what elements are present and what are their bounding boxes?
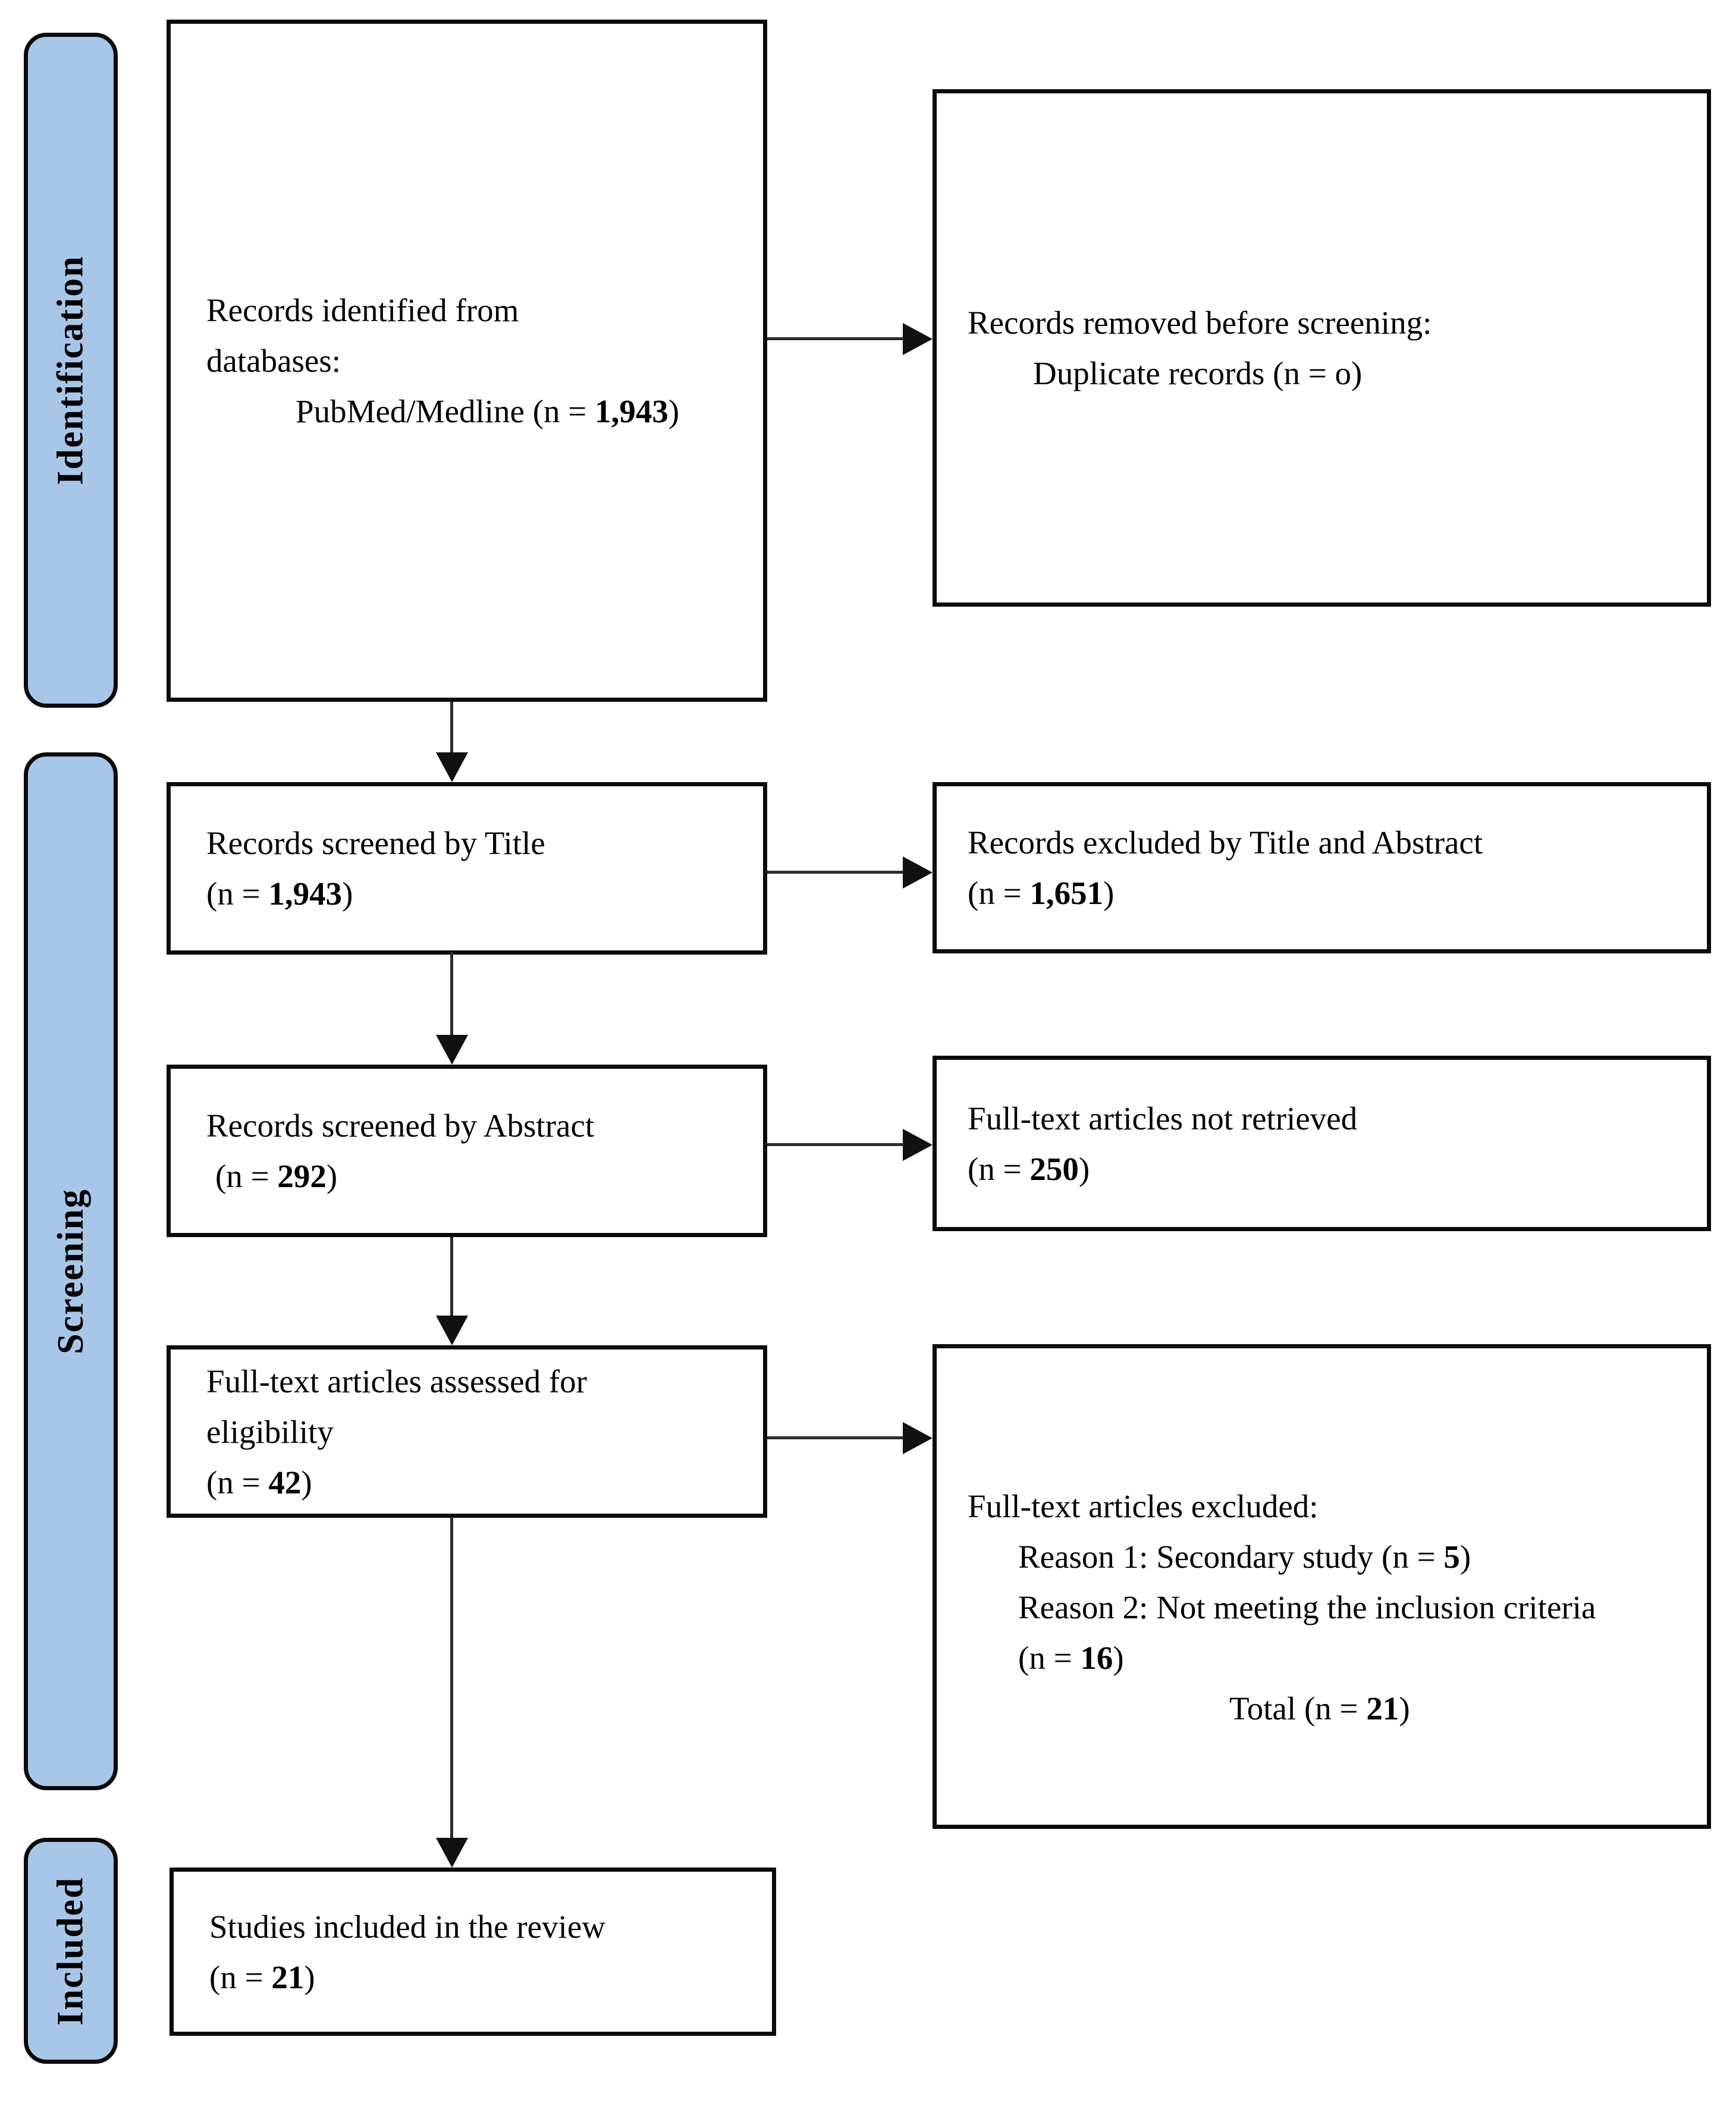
text-line: Records identified from bbox=[206, 292, 519, 328]
text-line: (n = 1,943) bbox=[206, 875, 353, 912]
text-line: (n = 21) bbox=[209, 1959, 315, 1995]
arrowhead-down-icon bbox=[436, 1838, 468, 1868]
text-line: (n = 1,651) bbox=[968, 875, 1115, 911]
text-line: Records excluded by Title and Abstract bbox=[968, 824, 1483, 861]
text-line: eligibility bbox=[206, 1413, 334, 1450]
text-line: Full-text articles assessed for bbox=[206, 1363, 587, 1399]
stage-label-included: Included bbox=[50, 1876, 91, 2026]
text-line: Reason 2: Not meeting the inclusion crit… bbox=[1018, 1589, 1596, 1625]
count-value: 1,943 bbox=[595, 393, 668, 429]
arrowhead-right-icon bbox=[903, 1422, 933, 1454]
text-line: Reason 1: Secondary study (n = 5) bbox=[1018, 1539, 1471, 1575]
text-line: Total (n = 21) bbox=[1229, 1690, 1410, 1727]
count-value: 21 bbox=[1366, 1690, 1399, 1727]
text-line: PubMed/Medline (n = 1,943) bbox=[296, 393, 680, 429]
text-line: Duplicate records (n = o) bbox=[1033, 355, 1363, 391]
arrowhead-down-icon bbox=[436, 1316, 468, 1345]
text-line: Full-text articles excluded: bbox=[968, 1488, 1319, 1524]
arrowhead-right-icon bbox=[903, 1129, 933, 1161]
text-line: (n = 16) bbox=[1018, 1640, 1124, 1676]
box-excluded-title-abstract: Records excluded by Title and Abstract (… bbox=[933, 782, 1711, 953]
arrow-line bbox=[767, 1143, 903, 1146]
arrowhead-right-icon bbox=[903, 323, 933, 355]
text-line: Studies included in the review bbox=[209, 1908, 605, 1945]
count-value: 1,943 bbox=[268, 875, 343, 912]
count-value: 16 bbox=[1080, 1640, 1113, 1676]
stage-bar-included: Included bbox=[24, 1838, 118, 2064]
text-line: (n = 42) bbox=[206, 1464, 312, 1501]
count-value: 250 bbox=[1029, 1150, 1079, 1187]
box-assessed-eligibility: Full-text articles assessed for eligibil… bbox=[167, 1345, 767, 1518]
box-screened-by-abstract: Records screened by Abstract (n = 292) bbox=[167, 1065, 767, 1237]
text-block: Full-text articles excluded: Reason 1: S… bbox=[968, 1481, 1707, 1734]
count-value: 42 bbox=[268, 1464, 302, 1501]
arrowhead-right-icon bbox=[903, 856, 933, 889]
text-line: (n = 292) bbox=[215, 1158, 338, 1194]
arrow-line bbox=[450, 1517, 453, 1838]
text-line: (n = 250) bbox=[968, 1150, 1090, 1187]
stage-bar-screening: Screening bbox=[24, 752, 118, 1790]
stage-label-screening: Screening bbox=[50, 1188, 91, 1354]
arrow-line bbox=[767, 871, 903, 874]
count-value: 292 bbox=[277, 1158, 327, 1194]
arrow-line bbox=[450, 702, 453, 752]
box-screened-by-title: Records screened by Title (n = 1,943) bbox=[167, 782, 767, 955]
text-line: Records removed before screening: bbox=[968, 305, 1432, 341]
arrow-line bbox=[450, 952, 453, 1035]
box-studies-included: Studies included in the review (n = 21) bbox=[169, 1868, 776, 2036]
arrow-line bbox=[450, 1237, 453, 1316]
stage-bar-identification: Identification bbox=[24, 33, 118, 708]
count-value: 21 bbox=[271, 1959, 304, 1995]
text-line: Records screened by Title bbox=[206, 825, 545, 861]
text-line: Full-text articles not retrieved bbox=[968, 1100, 1358, 1137]
box-records-identified: Records identified from databases: PubMe… bbox=[167, 20, 767, 702]
count-value: 1,651 bbox=[1029, 875, 1104, 911]
arrow-line bbox=[767, 1436, 903, 1439]
stage-label-identification: Identification bbox=[50, 255, 91, 485]
arrow-line bbox=[767, 337, 903, 340]
text-line: databases: bbox=[206, 343, 341, 379]
box-records-removed: Records removed before screening: Duplic… bbox=[933, 89, 1711, 607]
arrowhead-down-icon bbox=[436, 752, 468, 782]
box-fulltext-not-retrieved: Full-text articles not retrieved (n = 25… bbox=[933, 1056, 1711, 1231]
count-value: 5 bbox=[1443, 1539, 1460, 1575]
text-line: Records screened by Abstract bbox=[206, 1107, 595, 1144]
box-fulltext-excluded: Full-text articles excluded: Reason 1: S… bbox=[933, 1344, 1711, 1829]
arrowhead-down-icon bbox=[436, 1035, 468, 1065]
